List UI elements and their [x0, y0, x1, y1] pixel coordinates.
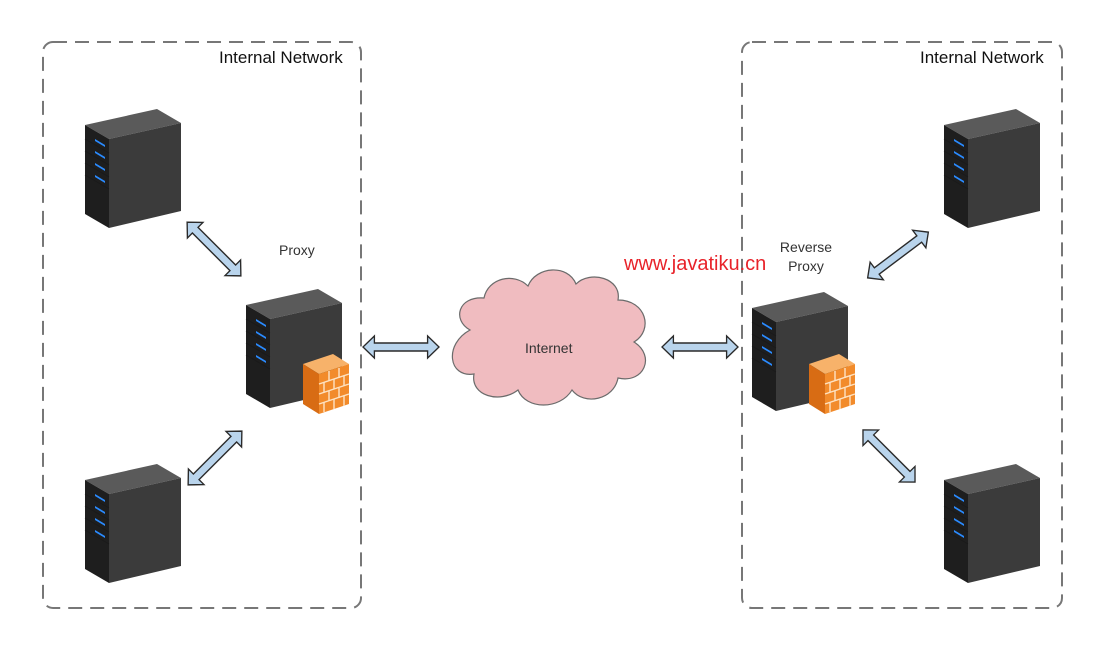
left-bottom-server-icon — [84, 463, 182, 584]
arrow-reverse-proxy-to-right-bottom-icon — [854, 421, 924, 491]
right-top-server-icon — [943, 108, 1041, 229]
left-network-title: Internal Network — [219, 48, 343, 67]
reverse-proxy-firewall-icon — [808, 353, 856, 415]
internet-label: Internet — [525, 340, 573, 356]
reverse-proxy-label: Reverse Proxy — [776, 238, 836, 276]
arrow-reverse-proxy-to-right-top-icon — [860, 222, 936, 288]
right-network-boundary — [741, 41, 1063, 609]
left-network-boundary — [42, 41, 362, 609]
watermark-text: www.javatiku.cn — [624, 253, 767, 275]
proxy-label: Proxy — [279, 242, 315, 258]
reverse-proxy-label-line1: Reverse — [779, 239, 833, 255]
arrow-left-top-to-proxy-icon — [178, 213, 250, 285]
reverse-proxy-label-line2: Proxy — [788, 258, 824, 274]
left-top-server-icon — [84, 108, 182, 229]
arrow-proxy-to-internet-icon — [362, 335, 440, 359]
right-network-title: Internal Network — [920, 48, 1044, 67]
internet-cloud-icon — [451, 269, 646, 406]
arrow-internet-to-reverse-proxy-icon — [661, 335, 739, 359]
arrow-proxy-to-left-bottom-icon — [179, 422, 251, 494]
proxy-firewall-icon — [302, 353, 350, 415]
right-bottom-server-icon — [943, 463, 1041, 584]
